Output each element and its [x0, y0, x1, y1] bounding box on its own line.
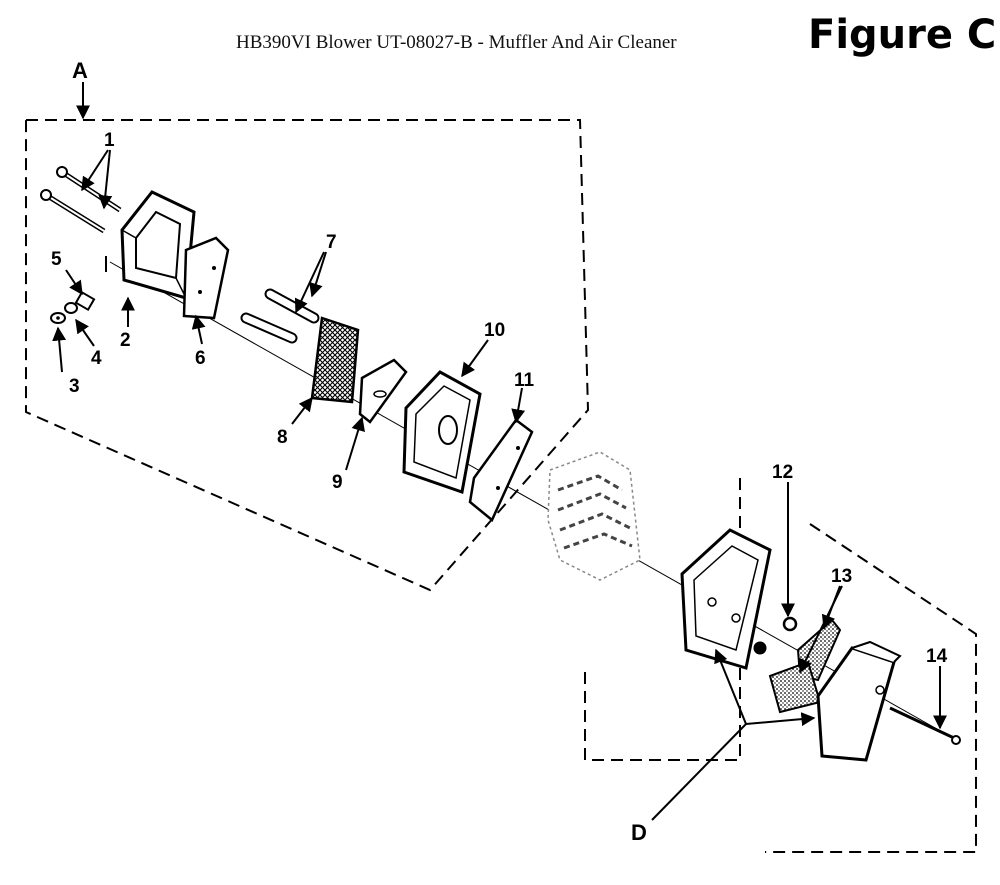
part-1-bolts	[40, 166, 122, 234]
callout-14: 14	[926, 646, 948, 667]
part-8-screen	[310, 316, 360, 404]
parts-3-4-5-hardware	[50, 290, 96, 324]
group-label-a: A	[72, 58, 88, 83]
part-9-deflector	[358, 358, 408, 424]
callout-2: 2	[120, 330, 131, 351]
callout-7: 7	[326, 232, 337, 253]
callout-5: 5	[51, 249, 62, 270]
part-10-muffler-body	[402, 370, 482, 494]
callout-10: 10	[484, 320, 505, 341]
air-cleaner-body	[680, 528, 772, 670]
engine-cylinder-outline	[547, 451, 641, 581]
part-7-spacers	[240, 288, 320, 344]
diagram-title: HB390VI Blower UT-08027-B - Muffler And …	[236, 32, 677, 53]
figure-label: Figure C	[808, 12, 997, 58]
air-cleaner-cover	[816, 640, 902, 762]
group-label-d: D	[631, 820, 647, 845]
group-a-boundary	[25, 119, 590, 592]
part-11-gasket	[468, 418, 534, 522]
callout-12: 12	[772, 462, 793, 483]
callout-4: 4	[91, 348, 102, 369]
group-d-boundary-right	[765, 523, 977, 853]
callout-11: 11	[514, 370, 535, 391]
part-6-gasket	[182, 236, 230, 320]
part-14-screw	[889, 706, 961, 745]
callout-1: 1	[104, 130, 115, 151]
part-12-grommets	[753, 616, 798, 655]
callout-3: 3	[69, 376, 80, 397]
callout-8: 8	[277, 427, 288, 448]
callout-6: 6	[195, 348, 206, 369]
leader-arrows	[52, 82, 947, 821]
assembly-axis-line	[109, 261, 961, 743]
callout-9: 9	[332, 472, 343, 493]
callout-13: 13	[831, 566, 852, 587]
